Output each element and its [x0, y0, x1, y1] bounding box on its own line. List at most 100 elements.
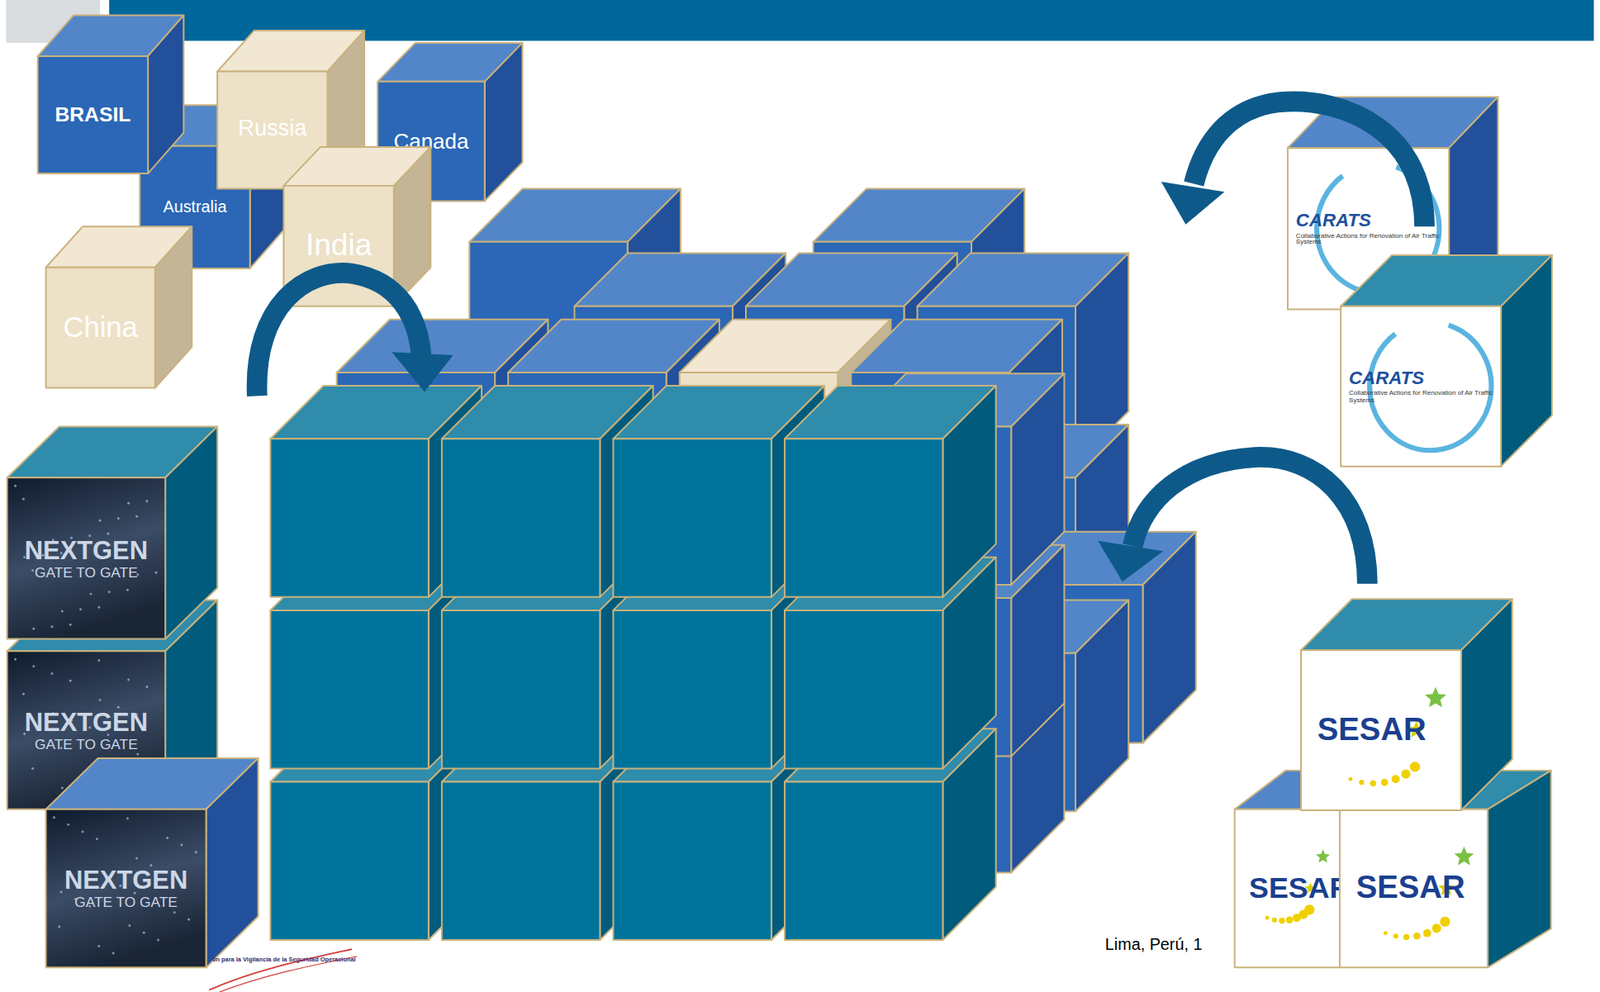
curved-arrow	[1132, 456, 1368, 584]
light-dot	[135, 857, 138, 860]
light-dot	[51, 625, 54, 628]
cube-front-face	[441, 438, 600, 598]
yellow-star	[1439, 916, 1450, 927]
cube-outline	[37, 15, 185, 175]
light-dot	[14, 484, 17, 488]
yellow-star	[1272, 917, 1278, 923]
light-dot	[155, 571, 158, 575]
light-dot	[14, 658, 17, 661]
cube-front-face	[612, 438, 771, 598]
cube-front: SESAR	[1339, 809, 1488, 969]
cube-front-face	[270, 781, 428, 941]
cube-outline	[7, 426, 218, 639]
light-dot	[32, 664, 35, 668]
light-dot	[180, 844, 183, 847]
yellow-star	[1391, 774, 1401, 784]
cube-side-face	[1011, 373, 1064, 585]
cube-title: India	[305, 228, 372, 262]
cube-title: CARATS	[1348, 368, 1425, 388]
light-dot	[97, 606, 100, 609]
cube-title: China	[62, 312, 138, 342]
yellow-star	[1383, 930, 1388, 936]
light-dot	[156, 939, 160, 942]
light-dot	[57, 925, 61, 928]
cube-front-face	[441, 781, 600, 941]
cube-title: NEXTGEN	[24, 536, 148, 563]
cube-front-face	[46, 809, 207, 969]
green-star	[1315, 849, 1330, 863]
light-dot	[61, 786, 64, 789]
light-dot	[117, 517, 120, 520]
green-star	[1453, 846, 1474, 866]
light-dot	[51, 672, 54, 675]
cube-side-face	[206, 758, 259, 968]
cube-title: NEXTGEN	[64, 866, 188, 893]
yellow-star	[1432, 923, 1442, 933]
cube-subtitle: Collaborative Actions for Renovation of …	[1296, 232, 1441, 247]
cube-outline	[46, 758, 259, 968]
cube-side-face	[942, 385, 996, 598]
cube-front: SESAR	[1234, 809, 1340, 969]
cube-node: NEXTGENGATE TO GATE	[46, 758, 259, 968]
light-dot	[142, 931, 146, 935]
cube-front-face	[612, 781, 771, 941]
light-dot	[69, 679, 72, 683]
yellow-star	[1381, 778, 1389, 787]
cube-subtitle: Collaborative Actions for Renovation of …	[1348, 389, 1493, 404]
cube-front-face	[37, 56, 148, 174]
light-dot	[135, 515, 138, 518]
cube-front-face	[441, 610, 600, 770]
yellow-star	[1370, 780, 1377, 787]
cube-front-face	[784, 438, 943, 598]
yellow-star	[1393, 933, 1399, 939]
light-dot	[112, 952, 115, 955]
cube-front: India	[283, 185, 394, 307]
map-lights	[14, 484, 157, 631]
yellow-star	[1403, 934, 1410, 941]
light-dot	[81, 830, 85, 834]
light-dot	[99, 698, 102, 702]
yellow-star	[1265, 916, 1270, 921]
light-dot	[106, 532, 110, 536]
green-star	[1424, 687, 1447, 708]
cube-front: NEXTGENGATE TO GATE	[46, 809, 207, 969]
map-lights	[52, 816, 198, 955]
light-dot	[32, 627, 35, 631]
cube-node: NEXTGENGATE TO GATE	[7, 426, 218, 639]
light-dot	[128, 924, 131, 927]
front-cube	[784, 385, 997, 598]
light-dot	[108, 590, 111, 594]
yellow-star	[1400, 769, 1411, 779]
cube-front-face	[1340, 306, 1501, 467]
cube-front-face	[784, 781, 943, 941]
cube-front-face	[270, 438, 428, 598]
cube-side-face	[155, 226, 192, 388]
light-dot	[69, 623, 72, 627]
light-dot	[97, 659, 100, 662]
light-dot	[166, 836, 169, 840]
cube-front-face	[270, 610, 428, 770]
cube-side-face	[1487, 770, 1552, 968]
light-dot	[126, 588, 129, 592]
cube-front: BRASIL	[37, 56, 148, 174]
cube-front: NEXTGENGATE TO GATE	[7, 477, 166, 639]
cube-outline	[46, 226, 193, 388]
cube-front: CARATSCollaborative Actions for Renovati…	[1340, 306, 1501, 467]
arrow-head	[1097, 541, 1164, 582]
light-dot	[66, 823, 70, 827]
cube-side-face	[394, 147, 431, 307]
yellow-star	[1423, 929, 1432, 938]
star-arc	[1348, 761, 1421, 787]
cube-front: China	[46, 267, 156, 389]
yellow-star	[1410, 761, 1420, 772]
light-dot	[194, 850, 198, 854]
cube-front-face	[1300, 650, 1462, 811]
cube-side-face	[1075, 600, 1129, 812]
yellow-star	[1278, 917, 1285, 924]
light-dot	[31, 569, 34, 572]
yellow-star	[1348, 777, 1354, 782]
cube-subtitle: GATE TO GATE	[34, 564, 138, 580]
light-dot	[97, 944, 100, 948]
light-dot	[89, 593, 92, 596]
cube-outline	[283, 147, 431, 307]
